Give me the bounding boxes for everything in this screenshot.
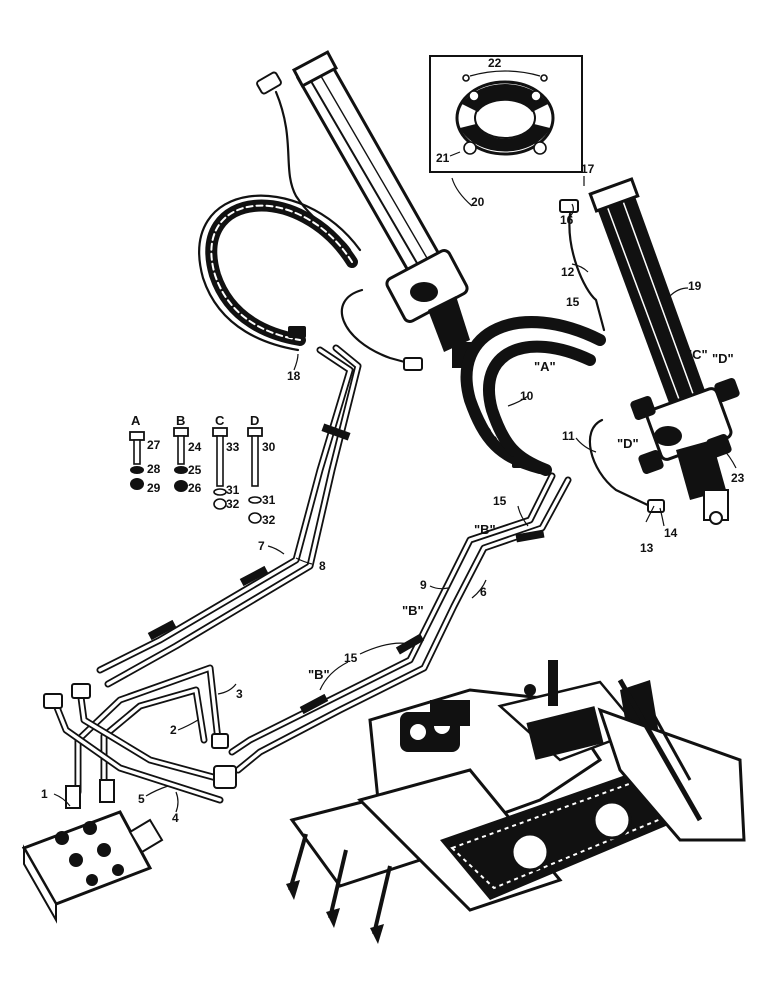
marker-C: "C" — [686, 347, 708, 362]
callout-8: 8 — [319, 559, 326, 573]
callout-12: 12 — [561, 265, 575, 279]
marker-B-2: "B" — [402, 603, 424, 618]
tube-lines-7-8 — [96, 344, 362, 688]
callout-11: 11 — [562, 429, 575, 443]
callout-23: 23 — [731, 471, 745, 485]
callout-17: 17 — [581, 162, 595, 176]
marker-A: "A" — [534, 359, 556, 374]
right-hose-loops — [460, 199, 665, 513]
callout-2: 2 — [170, 723, 177, 737]
callout-24: 24 — [188, 440, 202, 454]
tube-lines-6-9 — [228, 472, 572, 774]
bolt-label-C: C — [215, 413, 225, 428]
callout-19: 19 — [688, 279, 702, 293]
callout-32-d: 32 — [262, 513, 276, 527]
callout-28: 28 — [147, 462, 161, 476]
callout-5: 5 — [138, 792, 145, 806]
callout-13: 13 — [640, 541, 654, 555]
bolt-label-A: A — [131, 413, 141, 428]
bolt-label-B: B — [176, 413, 186, 428]
control-valve — [21, 779, 164, 924]
valve-tubes-2-5 — [43, 664, 237, 804]
callout-31-d: 31 — [262, 493, 276, 507]
bolt-B — [173, 427, 189, 492]
marker-B-1: "B" — [474, 522, 496, 537]
callout-6: 6 — [480, 585, 487, 599]
callout-29: 29 — [147, 481, 161, 495]
callout-25: 25 — [188, 463, 202, 477]
callout-18: 18 — [287, 369, 301, 383]
callout-32-c: 32 — [226, 497, 240, 511]
callout-22: 22 — [488, 56, 502, 70]
callout-27: 27 — [147, 438, 161, 452]
left-hose-loops — [198, 71, 423, 371]
inset-box — [429, 55, 583, 173]
marker-B-3: "B" — [308, 667, 330, 682]
callout-16: 16 — [560, 213, 574, 227]
leader-20 — [451, 177, 473, 207]
callout-26: 26 — [188, 481, 202, 495]
marker-D-2: "D" — [617, 436, 639, 451]
callout-15-a: 15 — [493, 494, 507, 508]
bolt-D — [247, 427, 263, 524]
left-lift-cylinder — [291, 50, 472, 368]
callout-21: 21 — [436, 151, 450, 165]
callout-15-c: 15 — [566, 295, 580, 309]
callout-30: 30 — [262, 440, 276, 454]
bolt-label-D: D — [250, 413, 260, 428]
callout-10: 10 — [520, 389, 534, 403]
callout-7: 7 — [258, 539, 265, 553]
crawler-tractor — [286, 660, 746, 944]
callout-20: 20 — [471, 195, 485, 209]
marker-D-1: "D" — [712, 351, 734, 366]
right-lift-cylinder — [588, 177, 740, 525]
callout-15-b: 15 — [344, 651, 358, 665]
callout-33: 33 — [226, 440, 240, 454]
callout-9: 9 — [420, 578, 427, 592]
callout-leaders — [53, 176, 737, 813]
callout-3: 3 — [236, 687, 243, 701]
callout-4: 4 — [172, 811, 179, 825]
callout-14: 14 — [664, 526, 678, 540]
callout-31-c: 31 — [226, 483, 240, 497]
callout-1: 1 — [41, 787, 48, 801]
bolt-C — [212, 427, 228, 510]
bolt-A — [129, 431, 145, 490]
